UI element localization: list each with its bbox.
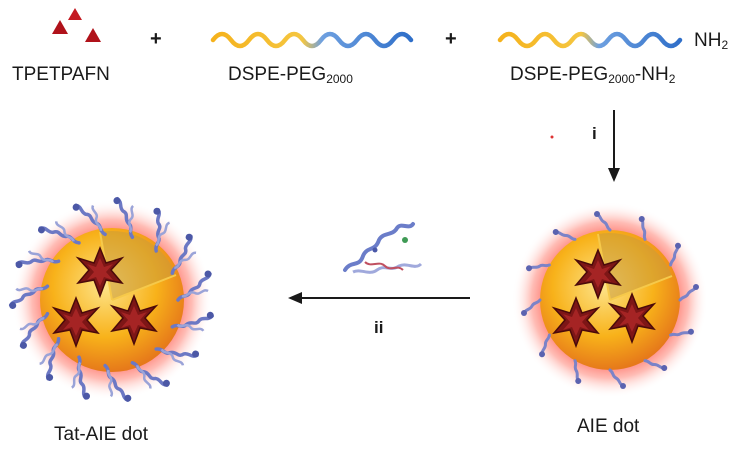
step-ii-label: ii: [374, 318, 384, 337]
dspe-peg-chain-icon: [210, 31, 414, 49]
aie-dot-label: AIE dot: [577, 416, 640, 437]
dspe-peg-nh2-label: DSPE-PEG2000-NH2: [510, 64, 676, 86]
dspe-peg-nh2-chain-icon: [497, 31, 683, 49]
dspe-peg-label: DSPE-PEG2000: [228, 64, 353, 86]
tpetpafn-molecules-icon: [52, 8, 101, 42]
step-i-arrow: [550, 110, 620, 182]
plus-sign-1: +: [150, 28, 162, 50]
tat-aie-dot-label: Tat-AIE dot: [54, 424, 148, 445]
nh2-end-label: NH2: [694, 30, 729, 52]
step-ii-arrow: [288, 292, 470, 304]
aie-dot-particle: [512, 202, 708, 398]
plus-sign-2: +: [445, 28, 457, 50]
tpetpafn-label: TPETPAFN: [12, 64, 110, 85]
tat-peptide-icon: [343, 222, 423, 274]
tat-aie-dot-particle: [6, 194, 217, 404]
step-i-label: i: [592, 124, 597, 143]
